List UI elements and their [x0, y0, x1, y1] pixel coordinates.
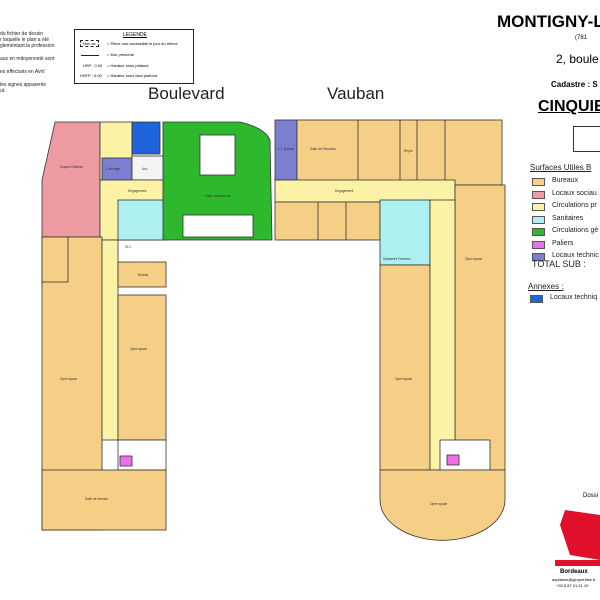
note-line: du fichier de dessin — [0, 31, 44, 37]
room-couloir — [429, 199, 456, 471]
legend-label: Circulations pr — [552, 202, 597, 209]
company-logo — [560, 510, 600, 560]
room-salle-reunion — [41, 469, 167, 531]
legend-label: Sanitaires — [552, 214, 584, 222]
room-label: Asc. — [142, 167, 148, 171]
postcode: (781 — [575, 35, 588, 41]
legend-label: Locaux technic — [552, 252, 599, 259]
room-label: Repro — [404, 149, 413, 153]
company-email[interactable]: aquitaine@geoperitise.fr — [552, 577, 596, 582]
dossier-label: Dossi — [583, 493, 599, 499]
city-title: MONTIGNY-L — [497, 12, 600, 31]
note-line: les signes apparents — [0, 82, 46, 88]
room-label: Dégagement — [128, 189, 146, 193]
note-line: ut. — [0, 88, 6, 94]
room-label: Open space — [395, 377, 412, 381]
legend-swatch — [532, 190, 545, 199]
legend-tag: HSFP : 0.00 — [80, 73, 102, 78]
legend-swatch — [532, 228, 545, 236]
room-label: Salle de réunion — [85, 497, 108, 501]
room-couloir — [101, 239, 119, 441]
legend-tag: Non ac — [80, 40, 99, 47]
room-open-space — [379, 264, 431, 471]
note-line: aux en mitoyenneté sont — [0, 56, 55, 62]
cadastre: Cadastre : S — [551, 80, 598, 89]
legend-box: LEGENDE Non ac = Pièce non accessible le… — [74, 29, 194, 84]
room-degagement — [274, 179, 456, 203]
surfaces-title: Surfaces Utiles B — [530, 163, 592, 172]
legend-text: = Pièce non accessible le jour du relevé — [107, 41, 178, 46]
room-label: W.C. — [125, 245, 132, 249]
room-bureau — [41, 236, 69, 283]
room-label: Espace Détente — [60, 165, 83, 169]
room-open-space — [454, 184, 506, 471]
wall-symbol-icon — [81, 52, 99, 56]
room-label: Open space — [130, 347, 147, 351]
room-label: Open space — [60, 377, 77, 381]
legend-swatch — [532, 215, 545, 224]
legend-label: Paliers — [552, 239, 574, 247]
address: 2, boule — [556, 52, 599, 66]
note-line: es effectués en Avril — [0, 69, 45, 75]
room-label: Open space — [465, 257, 482, 261]
room-annexe-technique — [131, 121, 161, 155]
legend-tag: HSP : 0.00 — [83, 63, 103, 68]
room-label: L.T. Bureau — [278, 147, 295, 151]
legend-swatch — [532, 203, 545, 211]
company-city: Bordeaux — [560, 569, 588, 575]
room-bureaux-top — [296, 119, 503, 186]
room-label: Salle de Réunions — [310, 147, 336, 151]
room-label: Open space — [430, 502, 447, 506]
legend-text: = Hauteur sous faux plafond — [107, 73, 158, 78]
room-label: L. Ménage — [105, 167, 120, 171]
legend-text: = Hauteur sous plafond — [107, 63, 149, 68]
floor-title: CINQUIE — [538, 98, 600, 115]
room-label: Sanitaires Femmes — [383, 257, 411, 261]
room-palier — [119, 455, 133, 467]
street-label: Boulevard — [148, 84, 225, 103]
room-palier — [446, 454, 460, 466]
legend-title: LEGENDE — [123, 32, 147, 38]
room-label: Dégagement — [335, 189, 353, 193]
room-locaux-sociaux — [41, 121, 101, 238]
room-bureau — [117, 261, 167, 288]
company-phone: +33 5 87 01 41 10 — [556, 583, 589, 588]
room-label: Bureau — [138, 273, 149, 277]
room-palier-circulation — [162, 121, 273, 241]
note-line: glementant la profession — [0, 43, 55, 49]
room-bureaux — [274, 201, 381, 241]
legend-label: Locaux techniq — [550, 294, 598, 301]
room-open-space — [117, 294, 167, 441]
total-sub: TOTAL SUB : — [532, 259, 586, 269]
note-line: r laquelle le plan a été — [0, 37, 49, 43]
area-box — [573, 126, 600, 152]
room-ascenseur — [131, 155, 167, 181]
room-sanitaires — [117, 199, 167, 241]
street-label: Vauban — [327, 84, 385, 103]
legend-swatch — [532, 240, 545, 249]
room-label: Palier Ascenseurs — [205, 194, 231, 198]
legend-swatch — [532, 178, 545, 186]
room-sanitaires — [379, 199, 431, 266]
stair-icon — [199, 134, 236, 176]
legend-label: Locaux sociau — [552, 189, 597, 197]
legend-text: = Mur présumé — [107, 52, 135, 57]
legend-label: Bureaux — [552, 177, 579, 184]
room-gaines — [182, 214, 254, 238]
legend-swatch — [532, 253, 545, 261]
annexes-title: Annexes : — [528, 282, 564, 291]
room-rotonde — [379, 469, 506, 541]
legend-swatch — [530, 295, 543, 303]
legend-label: Circulations gé — [552, 227, 599, 234]
